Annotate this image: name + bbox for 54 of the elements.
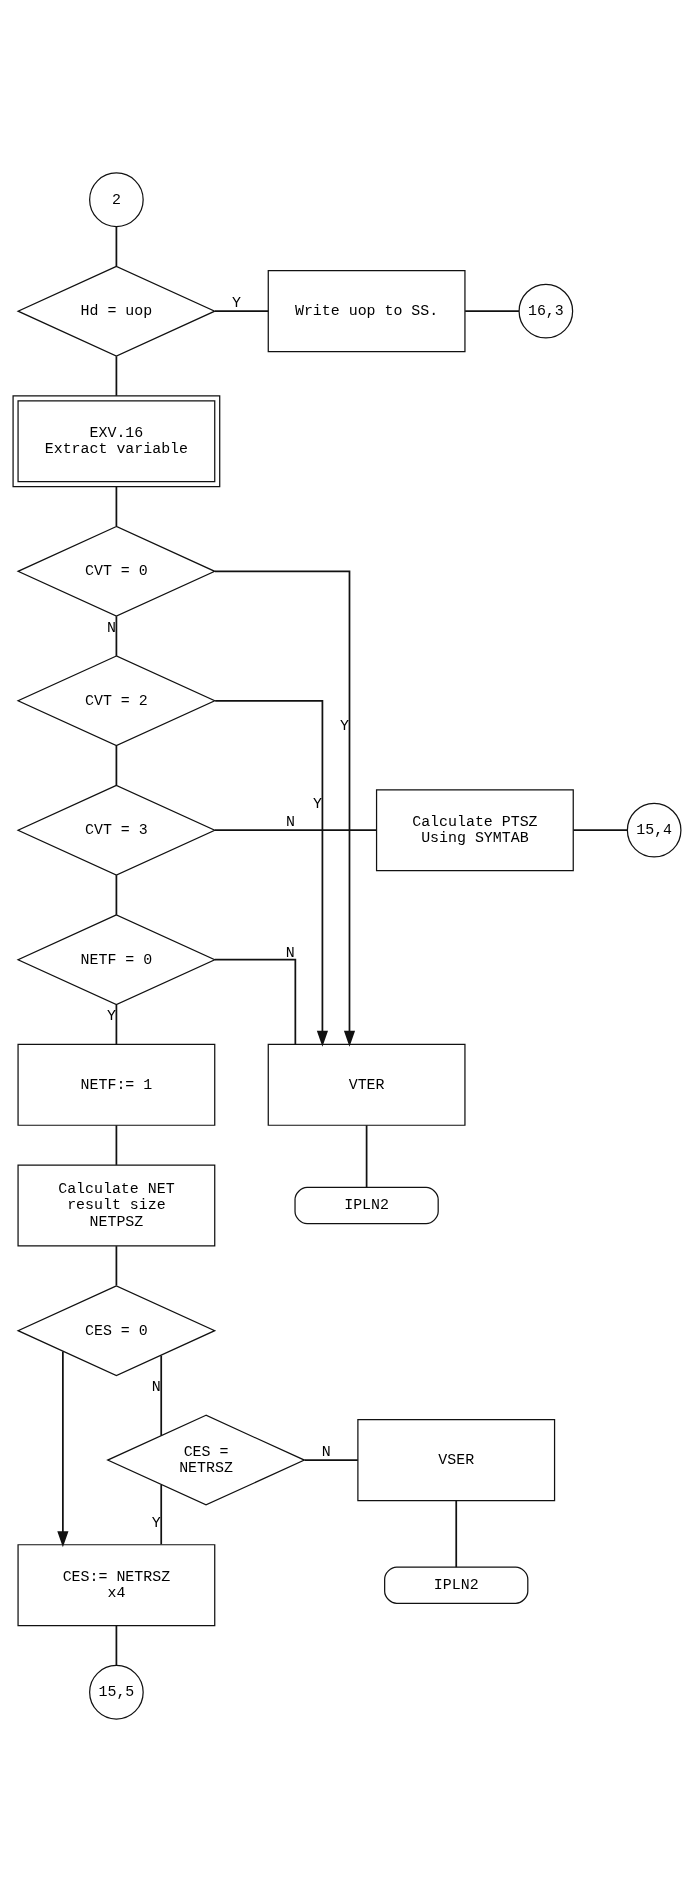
node-diamond: CVT = 2: [16, 654, 217, 746]
connector: [213, 828, 377, 831]
node-diamond: NETF = 0: [16, 913, 217, 1005]
edge-label: Y: [340, 717, 349, 734]
node-box: IPLN2: [294, 1186, 439, 1224]
node-diamond: CVT = 0: [16, 525, 217, 617]
connector: [115, 1244, 118, 1286]
connector: [115, 1624, 118, 1666]
node-box: CES:= NETRSZ x4: [17, 1543, 216, 1626]
node-circle: 15,5: [89, 1664, 144, 1720]
connector: [572, 828, 629, 831]
node-circle: 15,4: [626, 802, 682, 858]
node-diamond: CES = 0: [16, 1284, 217, 1376]
connector: [303, 1458, 359, 1461]
edge-label: Y: [106, 1007, 116, 1024]
edge-label: Y: [151, 1514, 161, 1530]
arrow: [214, 699, 328, 1047]
node-box: IPLN2: [384, 1566, 529, 1604]
connector: [455, 1499, 458, 1568]
connector: [160, 1354, 163, 1436]
connector: [115, 614, 118, 657]
arrow: [214, 569, 356, 1047]
connector: [115, 873, 118, 916]
node-box: Calculate NET result size NETPSZ: [17, 1163, 216, 1247]
arrow: [57, 1350, 69, 1547]
connector: [115, 744, 118, 786]
node-box: EXV.16 Extract variable: [12, 394, 221, 487]
connector: [115, 1003, 118, 1045]
connector: [115, 225, 118, 267]
connector: [365, 1123, 368, 1188]
node-diamond: CES = NETRSZ: [106, 1414, 306, 1506]
node-box: Write uop to SS.: [267, 269, 466, 352]
edge-label: N: [321, 1443, 331, 1460]
node-box: VSER: [357, 1418, 556, 1501]
connector: [214, 309, 270, 312]
edge-label: N: [151, 1378, 161, 1395]
connector: [464, 309, 520, 312]
edge-label: N: [106, 619, 116, 636]
connector: [115, 485, 118, 527]
edge-label: Y: [312, 795, 322, 812]
node-box: Calculate PTSZ Using SYMTAB: [375, 788, 574, 871]
edge-label: Y: [232, 294, 242, 311]
node-circle: 16,3: [518, 283, 574, 339]
connector: [115, 1123, 118, 1166]
node-diamond: CVT = 3: [16, 784, 217, 876]
connector: [160, 1483, 163, 1545]
node-circle: 2: [89, 171, 144, 227]
edge-label: N: [285, 944, 295, 961]
edge-label: N: [285, 813, 295, 830]
connector: [213, 958, 297, 1045]
node-box: VTER: [267, 1043, 466, 1126]
node-box: NETF:= 1: [17, 1043, 216, 1126]
node-diamond: Hd = uop: [16, 265, 217, 357]
connector: [115, 354, 118, 397]
